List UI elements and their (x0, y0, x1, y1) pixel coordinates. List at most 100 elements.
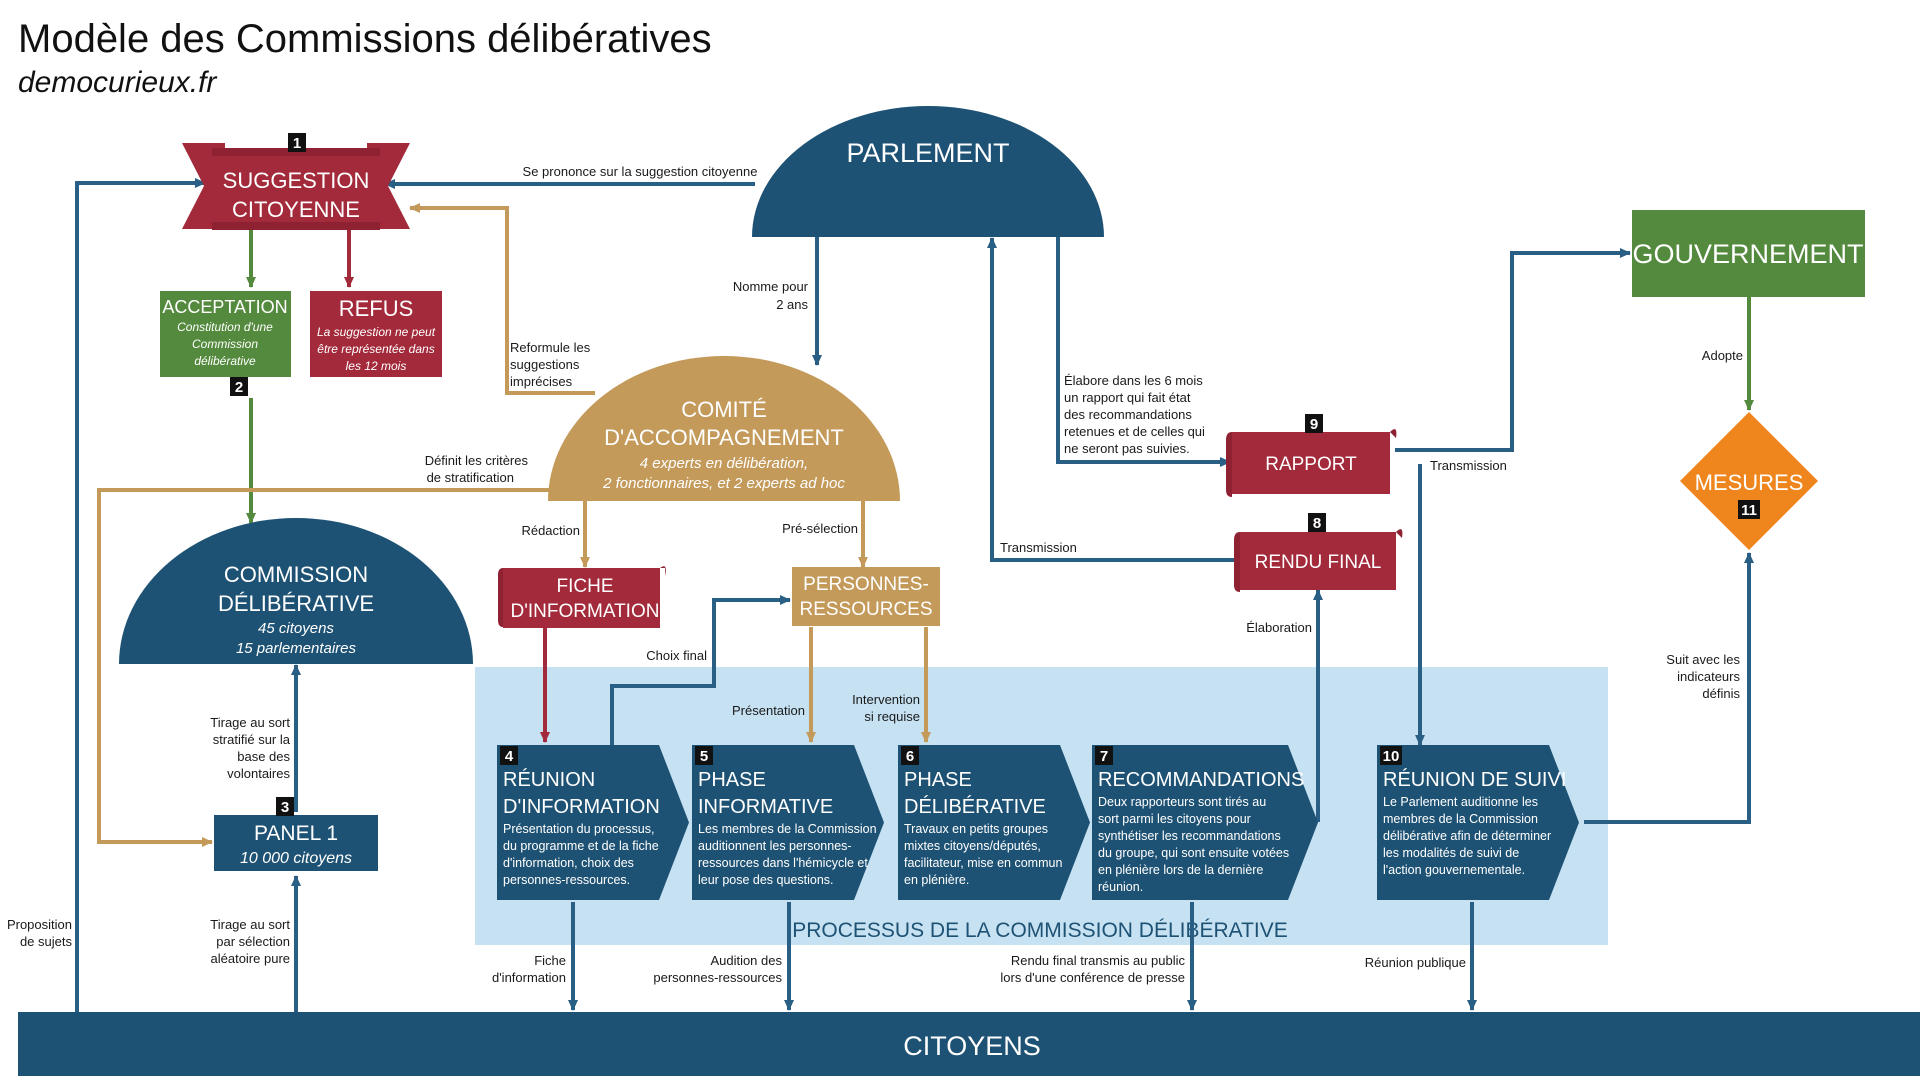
label-redaction: Rédaction (521, 523, 580, 538)
label-tirage-stratifie-2: stratifié sur la (213, 732, 291, 747)
commission-node: COMMISSION DÉLIBÉRATIVE 45 citoyens 15 p… (119, 518, 473, 664)
step-5-shape (692, 745, 884, 900)
suggestion-node: 1 SUGGESTION CITOYENNE (182, 133, 410, 230)
gouvernement-title: GOUVERNEMENT (1632, 239, 1863, 269)
step-5-line: ressources dans l'hémicycle et (698, 856, 868, 870)
label-choix-final: Choix final (646, 648, 707, 663)
arrow-step4-personnes (610, 595, 791, 745)
rapport-node: 9 RAPPORT (1226, 414, 1397, 497)
step-6-title2: DÉLIBÉRATIVE (904, 795, 1046, 818)
refus-desc1: La suggestion ne peut (317, 325, 436, 339)
refus-desc2: être représentée dans (317, 342, 434, 356)
label-elabore-3: des recommandations (1064, 407, 1192, 422)
step-7-line: Deux rapporteurs sont tirés au (1098, 795, 1266, 809)
label-transmission-parl: Transmission (1000, 540, 1077, 555)
rapport-title: RAPPORT (1265, 454, 1357, 475)
page-title: Modèle des Commissions délibératives (18, 17, 712, 61)
badge-5 (695, 746, 713, 765)
commission-desc1: 45 citoyens (258, 620, 334, 637)
step-4-title: RÉUNION (503, 768, 595, 791)
label-suit-2: indicateurs (1677, 669, 1740, 684)
step-6-line: facilitateur, mise en commun (904, 856, 1062, 870)
step-4-shape (497, 745, 689, 900)
step-10-line: Le Parlement auditionne les (1383, 795, 1538, 809)
badge-3 (276, 797, 294, 816)
refus-desc3: les 12 mois (346, 359, 407, 373)
step-4-line: d'information, choix des (503, 856, 634, 870)
label-reunion-publique: Réunion publique (1365, 955, 1466, 970)
suggestion-line1: SUGGESTION (223, 168, 370, 193)
label-intervention-1: Intervention (852, 692, 920, 707)
arrow-parlement-rapport (1056, 234, 1231, 467)
label-definit-2: de stratification (427, 470, 514, 485)
label-adopte: Adopte (1702, 348, 1743, 363)
parlement-title: PARLEMENT (846, 138, 1009, 168)
label-definit-1: Définit les critères (425, 453, 529, 468)
label-tirage-stratifie-4: volontaires (227, 766, 290, 781)
page-subtitle: democurieux.fr (18, 66, 217, 99)
step-5-line: leur pose des questions. (698, 873, 834, 887)
badge-10 (1380, 746, 1402, 765)
label-elabore-1: Élabore dans les 6 mois (1064, 373, 1203, 388)
badge-10-text: 10 (1383, 748, 1400, 765)
label-suit-1: Suit avec les (1666, 652, 1740, 667)
badge-7-text: 7 (1100, 748, 1108, 765)
step-6-line: Travaux en petits groupes (904, 822, 1048, 836)
step-4-line: du programme et de la fiche (503, 839, 659, 853)
label-tirage-pure-2: par sélection (216, 934, 290, 949)
rendu-node: 8 RENDU FINAL (1234, 513, 1403, 592)
label-elabore-4: retenues et de celles qui (1064, 424, 1205, 439)
label-proposition-2: de sujets (20, 934, 73, 949)
label-reformule-2: suggestions (510, 357, 580, 372)
label-elabore-5: ne seront pas suivies. (1064, 441, 1190, 456)
step-10-line: l'action gouvernementale. (1383, 863, 1525, 877)
step-7-shape (1092, 745, 1318, 900)
label-suit-3: définis (1702, 686, 1740, 701)
acceptation-desc3: délibérative (194, 354, 256, 368)
step-4-line: personnes-ressources. (503, 873, 630, 887)
step-10-line: les modalités de suivi de (1383, 846, 1519, 860)
label-preselection: Pré-sélection (782, 521, 858, 536)
badge-6 (901, 746, 919, 765)
panel-title: PANEL 1 (254, 822, 338, 845)
step-6-title: PHASE (904, 769, 972, 791)
comite-desc1: 4 experts en délibération, (640, 455, 808, 472)
connectors (75, 178, 1754, 1012)
step-10-line: délibérative afin de déterminer (1383, 829, 1551, 843)
personnes-node: PERSONNES- RESSOURCES (792, 567, 940, 626)
step-4-title2: D'INFORMATION (503, 796, 660, 818)
parlement-node: PARLEMENT (752, 106, 1104, 237)
badge-6-text: 6 (906, 748, 914, 765)
label-presentation: Présentation (732, 703, 805, 718)
step-6-line: mixtes citoyens/députés, (904, 839, 1041, 853)
badge-9 (1305, 414, 1323, 433)
label-nomme-2: 2 ans (776, 297, 808, 312)
comite-desc2: 2 fonctionnaires, et 2 experts ad hoc (602, 475, 845, 492)
step-6-line: en plénière. (904, 873, 969, 887)
label-audition-1: Audition des (710, 953, 782, 968)
comite-node: COMITÉ D'ACCOMPAGNEMENT 4 experts en dél… (548, 356, 900, 501)
badge-11-text: 11 (1741, 502, 1757, 519)
fiche-node: FICHE D'INFORMATION (498, 566, 666, 628)
suggestion-line2: CITOYENNE (232, 197, 360, 222)
badge-9-text: 9 (1310, 416, 1318, 433)
step-10-title: RÉUNION DE SUIVI (1383, 768, 1566, 791)
badge-4 (500, 746, 518, 765)
personnes-line1: PERSONNES- (803, 574, 929, 595)
badge-1 (288, 133, 306, 152)
edge-labels: Se prononce sur la suggestion citoyenne … (7, 164, 1743, 985)
label-tirage-stratifie-1: Tirage au sort (210, 715, 290, 730)
arrow-step10-mesures (1584, 552, 1754, 824)
label-tirage-stratifie-3: base des (237, 749, 290, 764)
label-reformule-1: Reformule les (510, 340, 591, 355)
badge-7 (1095, 746, 1113, 765)
label-tirage-pure-3: aléatoire pure (211, 951, 291, 966)
